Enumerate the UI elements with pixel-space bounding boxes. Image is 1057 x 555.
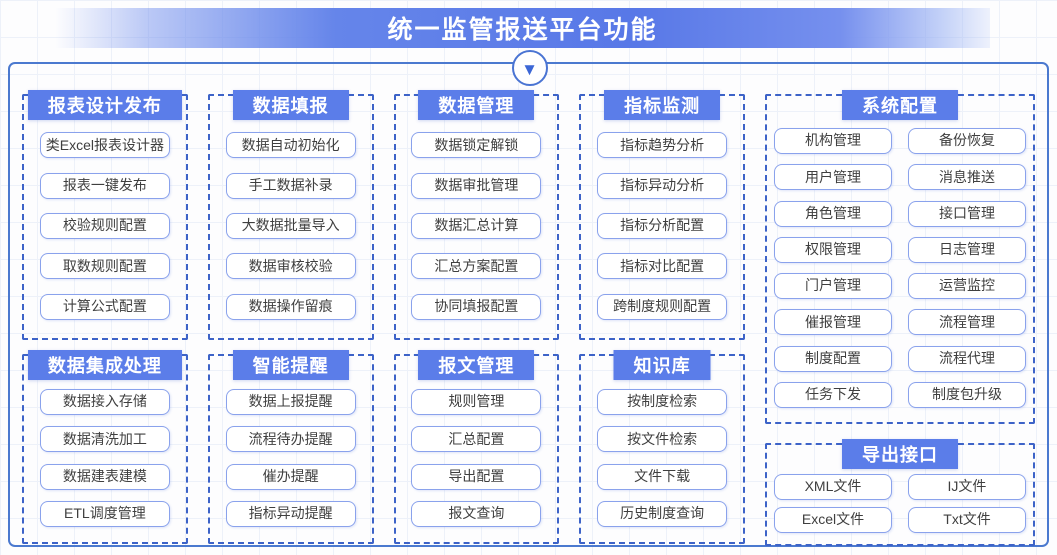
item-data-management-2: 数据汇总计算 (411, 212, 542, 239)
column-1: 报表设计发布类Excel报表设计器报表一键发布校验规则配置取数规则配置计算公式配… (22, 90, 188, 544)
subcolumn-system-config-0: 机构管理用户管理角色管理权限管理门户管理催报管理制度配置任务下发 (774, 118, 892, 418)
item-system-config-1-0: 备份恢复 (908, 128, 1026, 155)
group-message-management: 报文管理规则管理汇总配置导出配置报文查询 (393, 350, 560, 544)
item-data-management-0: 数据锁定解锁 (411, 132, 542, 159)
item-data-integration-3: ETL调度管理 (39, 500, 170, 527)
column-5: 系统配置机构管理用户管理角色管理权限管理门户管理催报管理制度配置任务下发备份恢复… (765, 90, 1035, 546)
item-export-interface-0-1: Excel文件 (774, 507, 892, 533)
group-title-indicator-monitoring: 指标监测 (604, 90, 721, 120)
arrow-down-icon: ▼ (511, 50, 548, 86)
item-message-management-0: 规则管理 (411, 389, 542, 416)
item-indicator-monitoring-3: 指标对比配置 (597, 253, 728, 280)
item-data-filling-3: 数据审核校验 (225, 253, 356, 280)
item-report-design-publish-4: 计算公式配置 (39, 293, 170, 320)
subcolumn-system-config-1: 备份恢复消息推送接口管理日志管理运营监控流程管理流程代理制度包升级 (908, 118, 1026, 418)
item-data-filling-0: 数据自动初始化 (225, 132, 356, 159)
item-indicator-monitoring-4: 跨制度规则配置 (597, 293, 728, 320)
item-smart-reminder-1: 流程待办提醒 (225, 426, 356, 453)
group-data-management: 数据管理数据锁定解锁数据审批管理数据汇总计算汇总方案配置协同填报配置 (393, 90, 560, 340)
item-data-management-3: 汇总方案配置 (411, 253, 542, 280)
item-knowledge-base-0: 按制度检索 (597, 389, 728, 416)
column-3: 数据管理数据锁定解锁数据审批管理数据汇总计算汇总方案配置协同填报配置报文管理规则… (393, 90, 560, 544)
main-panel: 报表设计发布类Excel报表设计器报表一键发布校验规则配置取数规则配置计算公式配… (8, 62, 1049, 547)
item-system-config-0-7: 任务下发 (774, 381, 892, 408)
item-system-config-1-1: 消息推送 (908, 164, 1026, 191)
item-message-management-2: 导出配置 (411, 463, 542, 490)
item-indicator-monitoring-1: 指标异动分析 (597, 172, 728, 199)
item-system-config-1-4: 运营监控 (908, 273, 1026, 300)
item-indicator-monitoring-0: 指标趋势分析 (597, 132, 728, 159)
item-data-integration-1: 数据清洗加工 (39, 426, 170, 453)
item-indicator-monitoring-2: 指标分析配置 (597, 212, 728, 239)
group-title-report-design-publish: 报表设计发布 (27, 90, 182, 120)
group-export-interface: 导出接口 XML文件 Excel文件 IJ文件 Txt文件 (765, 439, 1035, 546)
group-knowledge-base: 知识库按制度检索按文件检索文件下载历史制度查询 (579, 350, 745, 544)
item-report-design-publish-3: 取数规则配置 (39, 253, 170, 280)
item-export-interface-0-0: XML文件 (774, 474, 892, 500)
item-system-config-1-3: 日志管理 (908, 236, 1026, 263)
group-system-config: 系统配置机构管理用户管理角色管理权限管理门户管理催报管理制度配置任务下发备份恢复… (765, 90, 1035, 424)
item-data-filling-2: 大数据批量导入 (225, 212, 356, 239)
group-indicator-monitoring: 指标监测指标趋势分析指标异动分析指标分析配置指标对比配置跨制度规则配置 (579, 90, 745, 340)
item-smart-reminder-2: 催办提醒 (225, 463, 356, 490)
item-knowledge-base-2: 文件下载 (597, 463, 728, 490)
item-report-design-publish-1: 报表一键发布 (39, 172, 170, 199)
item-export-interface-1-0: IJ文件 (908, 474, 1026, 500)
item-data-management-4: 协同填报配置 (411, 293, 542, 320)
page-title-banner: 统一监管报送平台功能 (55, 8, 990, 48)
group-title-knowledge-base: 知识库 (613, 350, 711, 380)
item-system-config-1-5: 流程管理 (908, 309, 1026, 336)
group-title-data-integration: 数据集成处理 (27, 350, 182, 380)
item-system-config-1-2: 接口管理 (908, 200, 1026, 227)
group-title-export-interface: 导出接口 (842, 439, 958, 469)
group-title-smart-reminder: 智能提醒 (232, 350, 349, 380)
group-data-filling: 数据填报数据自动初始化手工数据补录大数据批量导入数据审核校验数据操作留痕 (207, 90, 374, 340)
item-system-config-0-1: 用户管理 (774, 164, 892, 191)
group-data-integration: 数据集成处理数据接入存储数据清洗加工数据建表建模 ETL调度管理 (22, 350, 188, 544)
item-system-config-1-7: 制度包升级 (908, 381, 1026, 408)
column-2: 数据填报数据自动初始化手工数据补录大数据批量导入数据审核校验数据操作留痕智能提醒… (207, 90, 374, 544)
item-export-interface-1-1: Txt文件 (908, 507, 1026, 533)
item-smart-reminder-0: 数据上报提醒 (225, 389, 356, 416)
group-title-message-management: 报文管理 (418, 350, 535, 380)
item-data-integration-2: 数据建表建模 (39, 463, 170, 490)
item-data-filling-4: 数据操作留痕 (225, 293, 356, 320)
item-system-config-0-6: 制度配置 (774, 345, 892, 372)
item-system-config-0-2: 角色管理 (774, 200, 892, 227)
subcolumn-export-interface-1: IJ文件 Txt文件 (908, 467, 1026, 540)
item-knowledge-base-3: 历史制度查询 (597, 500, 728, 527)
item-system-config-0-3: 权限管理 (774, 236, 892, 263)
group-report-design-publish: 报表设计发布类Excel报表设计器报表一键发布校验规则配置取数规则配置计算公式配… (22, 90, 188, 340)
page-title: 统一监管报送平台功能 (387, 16, 658, 44)
item-system-config-0-4: 门户管理 (774, 273, 892, 300)
item-data-management-1: 数据审批管理 (411, 172, 542, 199)
group-smart-reminder: 智能提醒数据上报提醒流程待办提醒催办提醒指标异动提醒 (207, 350, 374, 544)
item-report-design-publish-2: 校验规则配置 (39, 212, 170, 239)
item-message-management-1: 汇总配置 (411, 426, 542, 453)
item-knowledge-base-1: 按文件检索 (597, 426, 728, 453)
subcolumn-export-interface-0: XML文件 Excel文件 (774, 467, 892, 540)
item-data-filling-1: 手工数据补录 (225, 172, 356, 199)
group-title-system-config: 系统配置 (842, 90, 958, 120)
column-4: 指标监测指标趋势分析指标异动分析指标分析配置指标对比配置跨制度规则配置知识库按制… (579, 90, 745, 544)
group-title-data-management: 数据管理 (418, 90, 535, 120)
item-message-management-3: 报文查询 (411, 500, 542, 527)
item-system-config-0-0: 机构管理 (774, 128, 892, 155)
item-smart-reminder-3: 指标异动提醒 (225, 500, 356, 527)
arrow-down-glyph: ▼ (521, 59, 538, 79)
item-report-design-publish-0: 类Excel报表设计器 (39, 132, 170, 159)
group-title-data-filling: 数据填报 (232, 90, 349, 120)
item-data-integration-0: 数据接入存储 (39, 389, 170, 416)
item-system-config-1-6: 流程代理 (908, 345, 1026, 372)
item-system-config-0-5: 催报管理 (774, 309, 892, 336)
